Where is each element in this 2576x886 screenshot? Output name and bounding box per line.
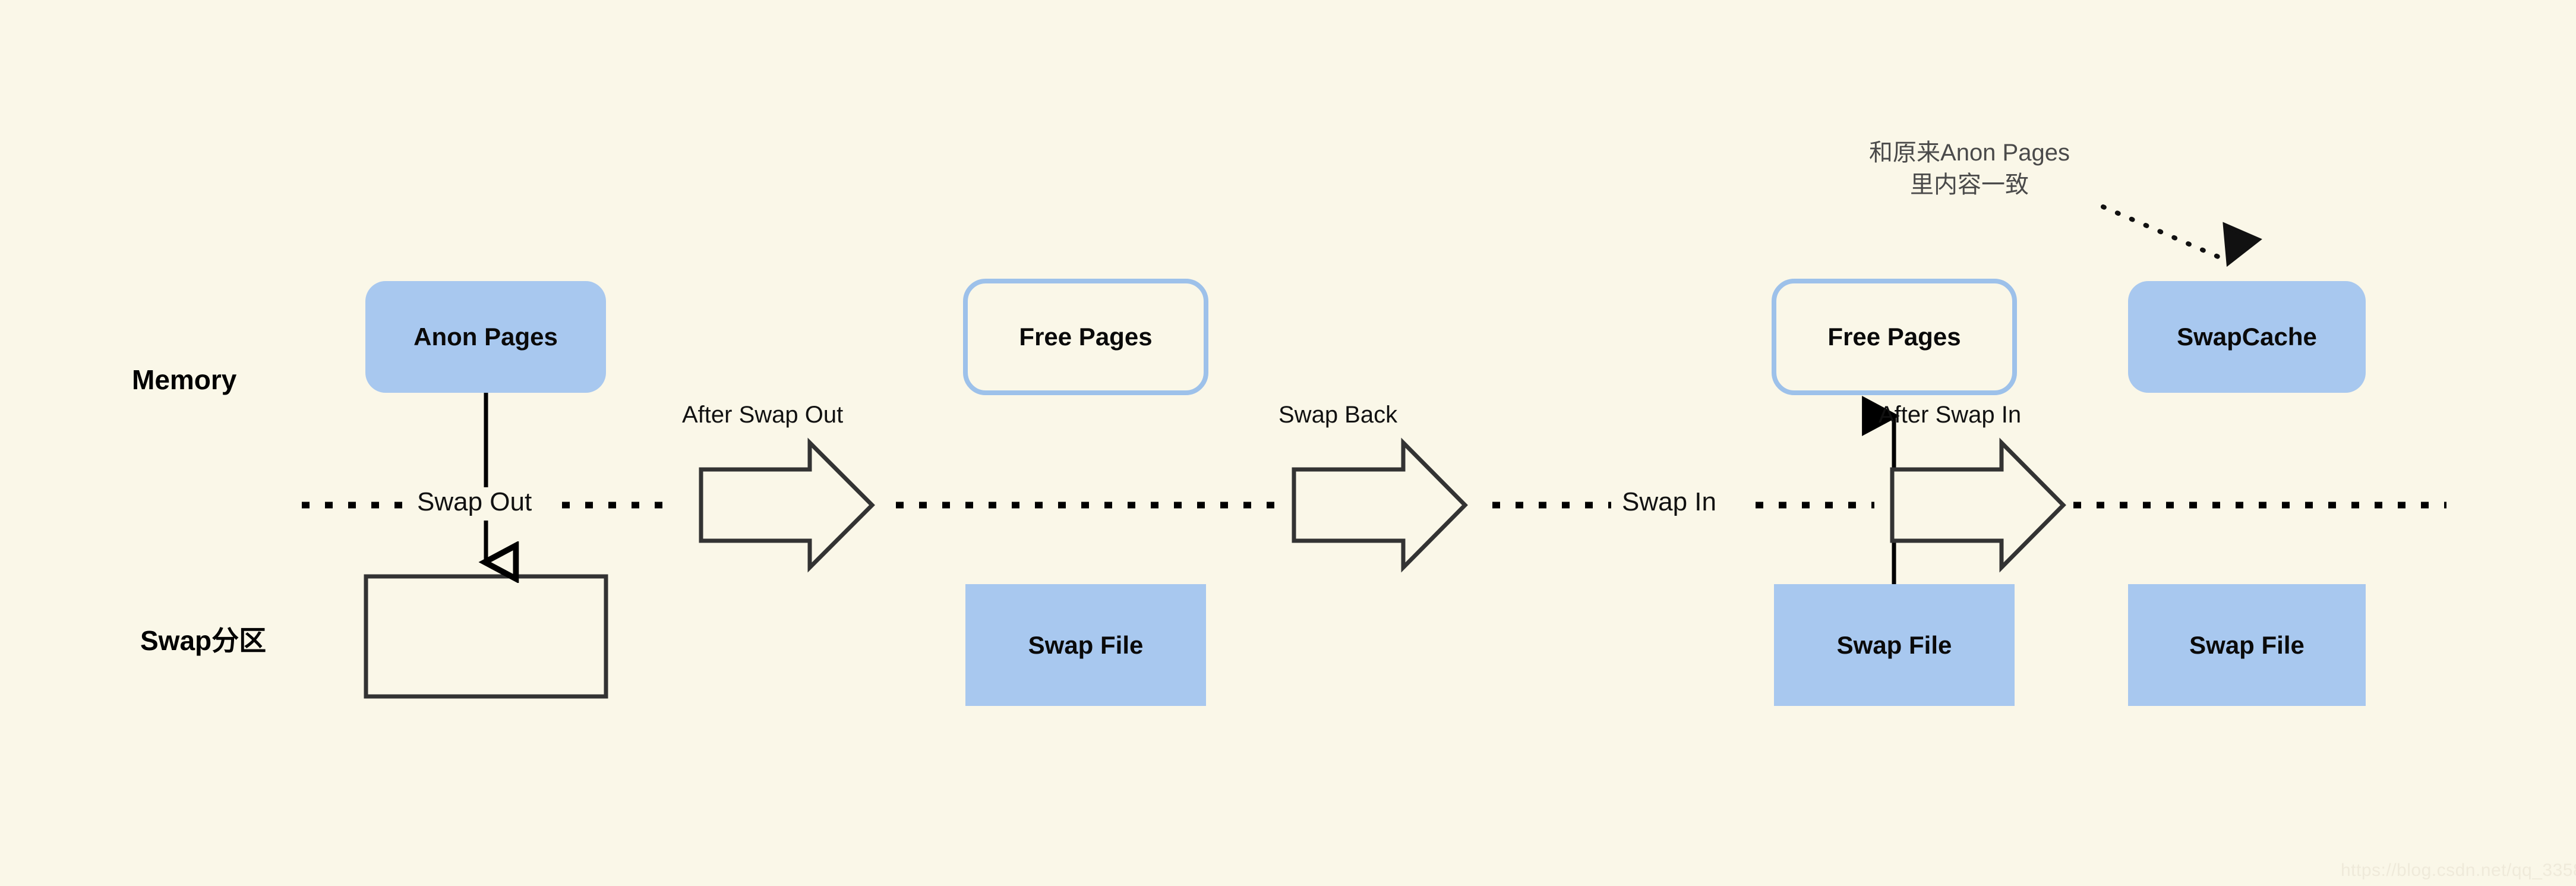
row-label-memory: Memory bbox=[132, 364, 237, 395]
swap-partition-empty-box[interactable] bbox=[364, 574, 608, 699]
swapcache-box[interactable] bbox=[2128, 281, 2366, 393]
swap-file-box-3[interactable] bbox=[2128, 584, 2366, 706]
annotation-pointer bbox=[2101, 204, 2229, 261]
free-pages-box-2[interactable] bbox=[1772, 279, 2017, 395]
row-label-swap-partition: Swap分区 bbox=[140, 625, 267, 656]
anon-pages-box[interactable] bbox=[365, 281, 606, 393]
swapcache-annotation: 和原来Anon Pages 里内容一致 bbox=[1869, 140, 2070, 198]
swap-back-label: Swap Back bbox=[1278, 402, 1398, 428]
free-pages-box-1[interactable] bbox=[963, 279, 1208, 395]
swap-back-arrow[interactable] bbox=[1292, 437, 1468, 573]
swap-file-box-1[interactable] bbox=[965, 584, 1206, 706]
swap-file-box-2[interactable] bbox=[1774, 584, 2015, 706]
swap-in-label: Swap In bbox=[1615, 487, 1723, 517]
after-swap-in-label: After Swap In bbox=[1879, 402, 2022, 428]
watermark-text: https://blog.csdn.net/qq_33589510 bbox=[2341, 860, 2576, 880]
swap-out-label: Swap Out bbox=[410, 487, 539, 517]
after-swap-in-arrow[interactable] bbox=[1890, 437, 2066, 573]
after-swap-out-arrow[interactable] bbox=[699, 437, 875, 573]
after-swap-out-label: After Swap Out bbox=[682, 402, 844, 428]
